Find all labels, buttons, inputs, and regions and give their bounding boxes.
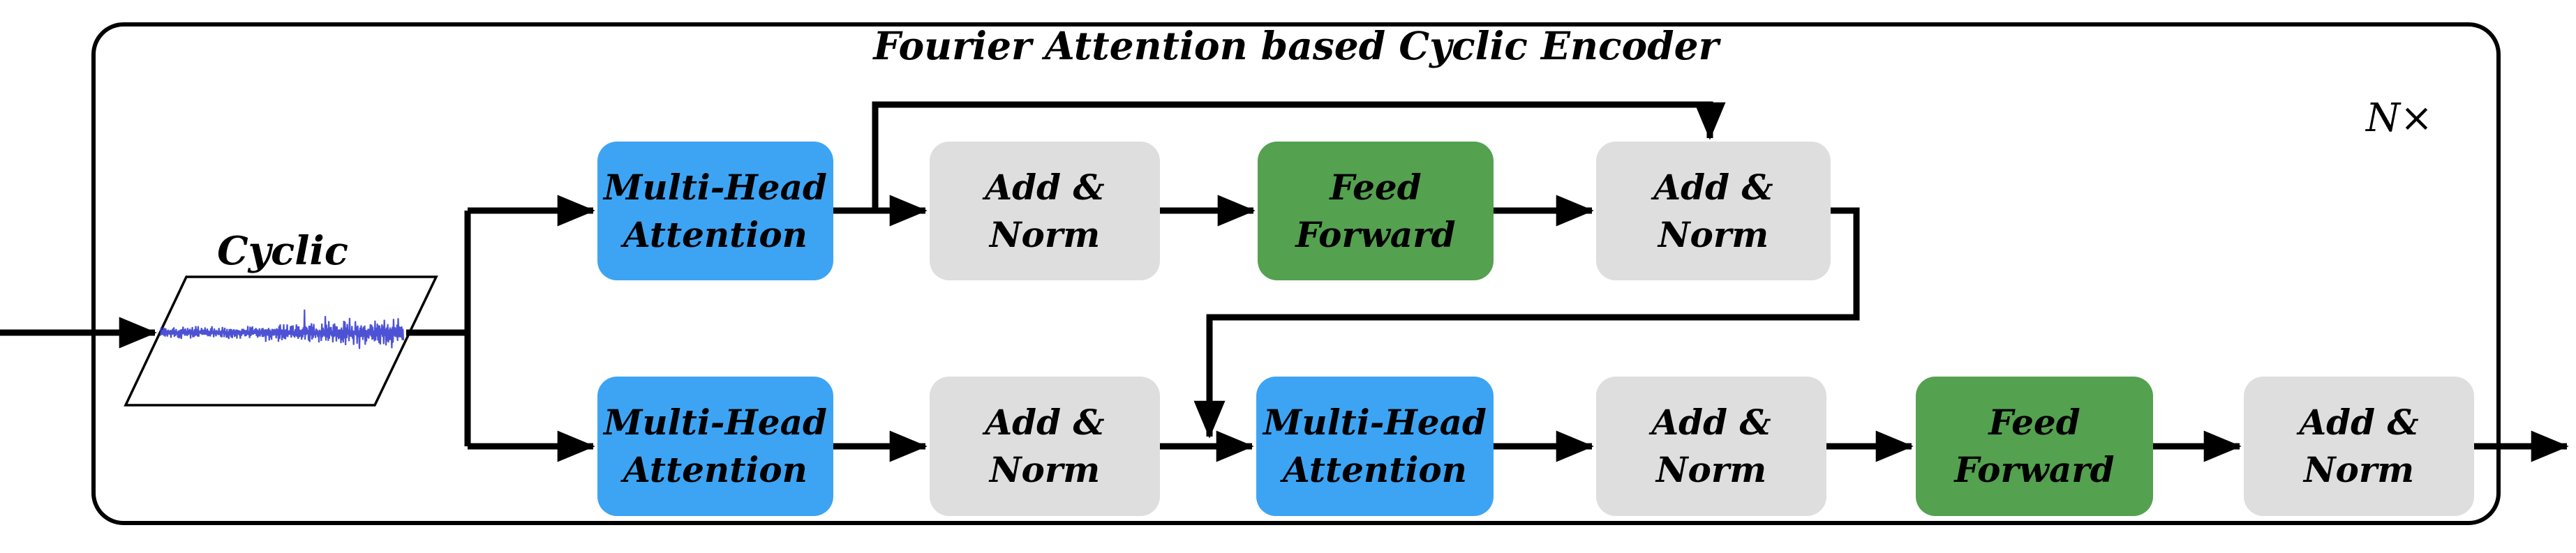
block-label-line: Add &: [2299, 402, 2419, 443]
cyclic-signal-parallelogram: [124, 275, 438, 407]
block-multi-head-attention-top: Multi-Head Attention: [597, 142, 833, 280]
block-label-line: Forward: [1954, 449, 2115, 490]
repeat-count-label: N×: [2366, 96, 2433, 141]
wire-branch-split: [406, 211, 471, 446]
block-label-line: Multi-Head: [1263, 402, 1487, 443]
block-add-norm-bottom-3: Add & Norm: [2244, 377, 2474, 516]
block-feed-forward-top: Feed Forward: [1258, 142, 1494, 280]
block-multi-head-attention-bottom-1: Multi-Head Attention: [597, 377, 833, 516]
block-label-line: Attention: [623, 213, 808, 255]
block-label-line: Norm: [989, 213, 1101, 255]
block-label-line: Multi-Head: [604, 166, 827, 208]
block-label-line: Multi-Head: [604, 402, 827, 443]
block-label-line: Feed: [1330, 166, 1422, 208]
block-add-norm-top-2: Add & Norm: [1596, 142, 1831, 280]
block-label-line: Add &: [985, 402, 1105, 443]
wire-skip-connection-top: [872, 101, 1726, 211]
block-label-line: Norm: [989, 449, 1101, 490]
input-signal-label: Cyclic: [217, 228, 348, 274]
block-label-line: Norm: [2303, 449, 2415, 490]
block-add-norm-top-1: Add & Norm: [930, 142, 1160, 280]
block-feed-forward-bottom: Feed Forward: [1916, 377, 2153, 516]
diagram-title: Fourier Attention based Cyclic Encoder: [873, 23, 1719, 68]
block-add-norm-bottom-1: Add & Norm: [930, 377, 1160, 516]
block-label-line: Forward: [1295, 213, 1456, 255]
block-label-line: Attention: [623, 449, 808, 490]
block-label-line: Add &: [985, 166, 1105, 208]
encoder-boundary-box: [91, 22, 2501, 525]
block-label-line: Feed: [1988, 402, 2080, 443]
block-label-line: Add &: [1651, 402, 1771, 443]
block-add-norm-bottom-2: Add & Norm: [1596, 377, 1826, 516]
cyclic-waveform: [159, 309, 405, 349]
block-label-line: Attention: [1282, 449, 1468, 490]
block-multi-head-attention-bottom-2: Multi-Head Attention: [1256, 377, 1494, 516]
block-label-line: Norm: [1655, 449, 1767, 490]
wire-top-output-to-bottom-junction: [1193, 207, 1860, 439]
block-label-line: Add &: [1653, 166, 1773, 208]
block-label-line: Norm: [1658, 213, 1769, 255]
